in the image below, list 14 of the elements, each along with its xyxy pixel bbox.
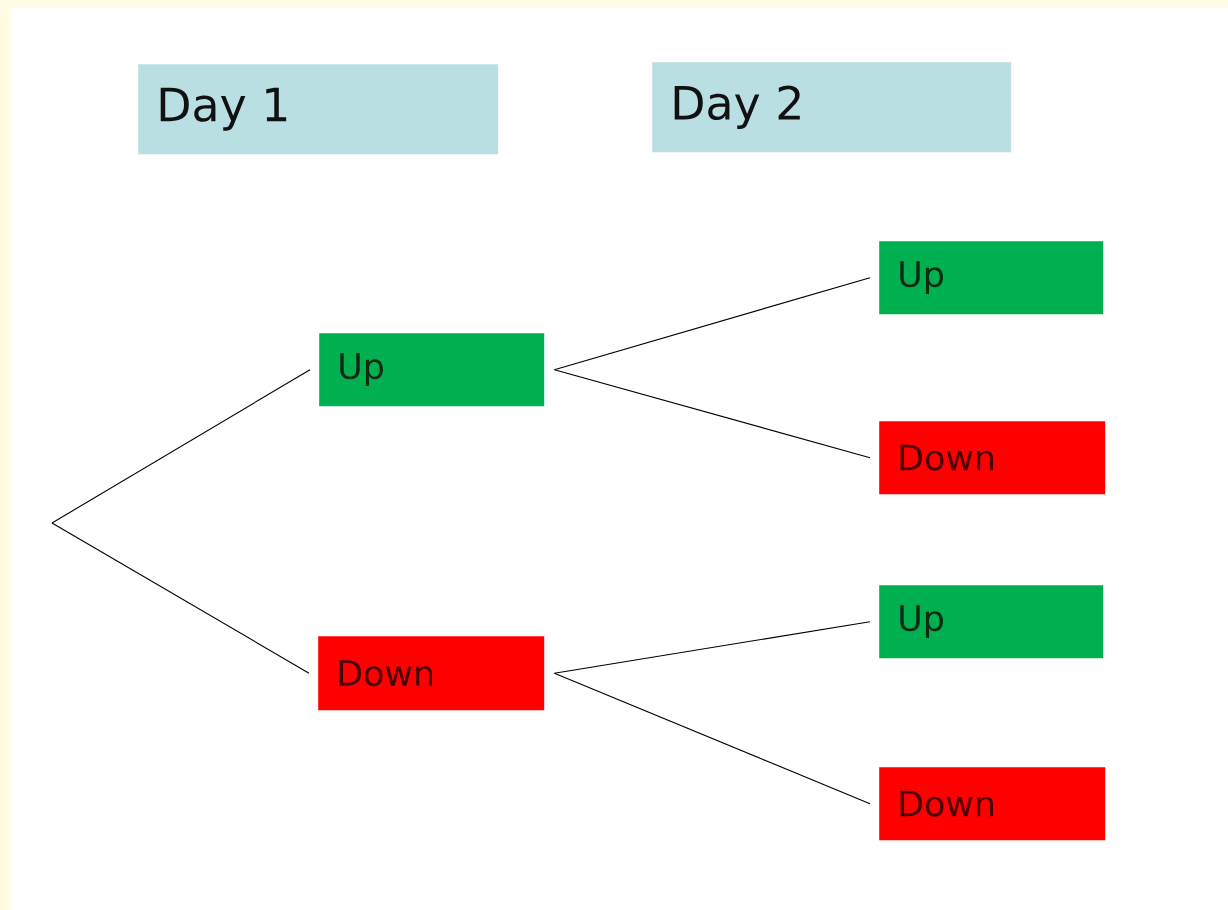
connector-line: [553, 369, 871, 459]
outcome-box: Up: [879, 241, 1104, 315]
day-header-box: Day 2: [652, 62, 1012, 153]
outcome-box: Down: [879, 421, 1106, 495]
connector-line: [553, 621, 871, 674]
outcome-box: Up: [319, 333, 545, 407]
connector-line: [51, 522, 310, 674]
outcome-box: Up: [879, 585, 1104, 659]
connector-line: [51, 369, 311, 524]
outcome-box: Down: [879, 767, 1106, 841]
connector-line: [553, 277, 871, 371]
connector-line: [553, 672, 871, 805]
day-header-box: Day 1: [138, 64, 499, 155]
outcome-box: Down: [318, 636, 545, 711]
